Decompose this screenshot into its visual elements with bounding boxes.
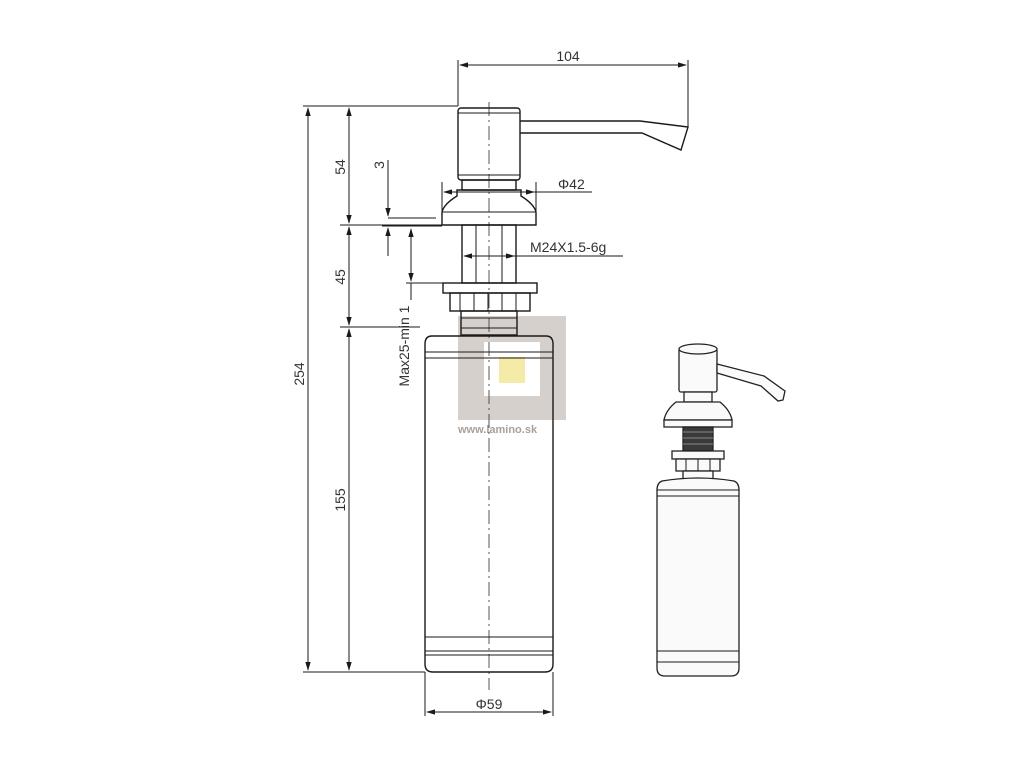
dim-total-height: 254 xyxy=(291,362,307,386)
dim-counter-thickness: 45 xyxy=(332,269,348,285)
product-thread xyxy=(682,426,714,452)
dim-spout-length: 104 xyxy=(556,48,580,64)
flange xyxy=(441,189,537,226)
dim-flange-diameter: Φ42 xyxy=(558,176,585,192)
dim-counter-range: Max25-min 1 xyxy=(396,305,412,386)
bottle xyxy=(424,335,554,673)
dim-head-height: 54 xyxy=(332,159,348,175)
product-illustration xyxy=(656,343,786,677)
product-spout xyxy=(716,363,786,402)
dim-thread: M24X1.5-6g xyxy=(530,239,606,255)
dim-flange-thickness: 3 xyxy=(371,161,387,169)
dim-bottle-height: 155 xyxy=(332,488,348,512)
watermark: www.lamino.sk xyxy=(457,316,566,436)
dim-bottle-diameter: Φ59 xyxy=(476,696,503,712)
spout xyxy=(520,120,689,151)
lock-nut xyxy=(442,282,538,294)
product-bottle xyxy=(656,477,740,677)
bottle-neck xyxy=(460,310,518,336)
watermark-url: www.lamino.sk xyxy=(457,424,538,436)
dimensions: 254 54 45 155 3 Max25-min 1 104 Φ42 xyxy=(291,48,689,716)
watermark-square xyxy=(499,357,525,383)
